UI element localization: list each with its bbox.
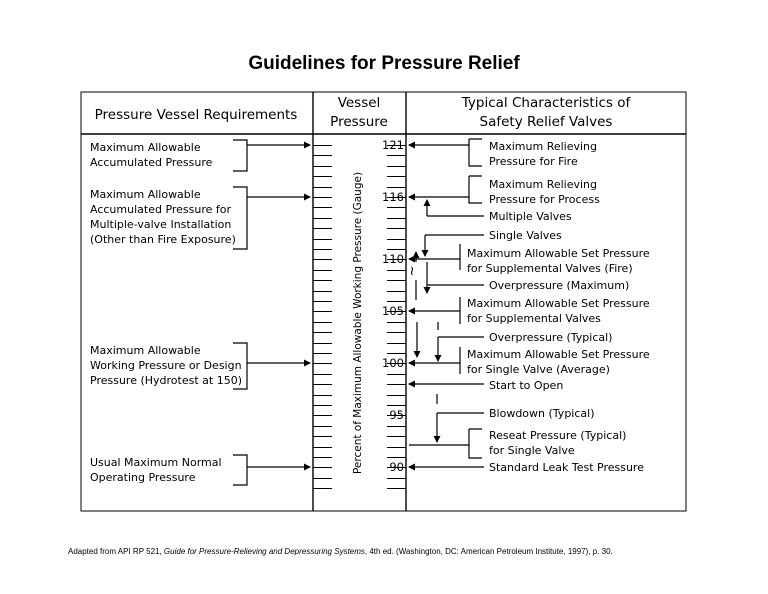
header-middle-line2: Pressure: [330, 114, 388, 130]
scale-label-105: 105: [382, 304, 404, 318]
left-item-3: Maximum Allowable Working Pressure or De…: [90, 344, 245, 387]
right-item-single-valves: Single Valves: [489, 229, 562, 242]
scale-label-121: 121: [382, 138, 404, 152]
scale-label-90: 90: [389, 460, 404, 474]
left-bracket-4: [233, 454, 248, 486]
scale-label-95: 95: [389, 408, 404, 422]
right-item-leak-test: Standard Leak Test Pressure: [489, 461, 644, 474]
header-right-line2: Safety Relief Valves: [480, 114, 613, 130]
right-item-set-supplemental: Maximum Allowable Set Pressure for Suppl…: [467, 297, 653, 325]
scale-label-116: 116: [382, 190, 404, 204]
left-bracket-1: [233, 139, 248, 172]
bracket-reseat: [468, 428, 482, 459]
right-item-blowdown: Blowdown (Typical): [489, 407, 595, 420]
left-bracket-3: [233, 342, 248, 390]
scale-ticks: [313, 145, 406, 489]
axis-label: Percent of Maximum Allowable Working Pre…: [352, 172, 364, 474]
right-item-overpressure-max: Overpressure (Maximum): [489, 279, 629, 292]
diagram-title: Guidelines for Pressure Relief: [248, 53, 520, 74]
source-footnote: Adapted from API RP 521, Guide for Press…: [68, 547, 758, 556]
right-characteristics: Maximum Relieving Pressure for Fire Maxi…: [467, 140, 653, 474]
left-connectors: [233, 139, 311, 486]
footnote-prefix: Adapted from API RP 521,: [68, 547, 164, 556]
right-item-start-to-open: Start to Open: [489, 379, 563, 392]
bracket-process: [468, 175, 482, 204]
footnote-title: Guide for Pressure-Relieving and Depress…: [163, 547, 365, 556]
left-requirements: Maximum Allowable Accumulated Pressure M…: [90, 141, 245, 484]
scale-labels: 121 116 110 105 100 95 90: [382, 138, 404, 474]
diagram-frame: [80, 91, 687, 512]
footnote-suffix: , 4th ed. (Washington, DC: American Petr…: [364, 547, 613, 556]
left-item-4: Usual Maximum Normal Operating Pressure: [90, 456, 225, 484]
header-left: Pressure Vessel Requirements: [95, 107, 298, 123]
right-item-reseat: Reseat Pressure (Typical) for Single Val…: [489, 429, 630, 457]
left-item-2: Maximum Allowable Accumulated Pressure f…: [90, 188, 236, 246]
right-item-set-single-valve: Maximum Allowable Set Pressure for Singl…: [467, 348, 653, 376]
right-item-set-supplemental-fire: Maximum Allowable Set Pressure for Suppl…: [467, 247, 653, 275]
right-item-max-relieving-fire: Maximum Relieving Pressure for Fire: [489, 140, 601, 168]
right-item-multiple-valves: Multiple Valves: [489, 210, 572, 223]
right-item-overpressure-typical: Overpressure (Typical): [489, 331, 612, 344]
left-item-1: Maximum Allowable Accumulated Pressure: [90, 141, 213, 169]
scale-label-100: 100: [382, 356, 404, 370]
right-item-max-relieving-process: Maximum Relieving Pressure for Process: [489, 178, 601, 206]
break-symbol: ~: [404, 266, 419, 277]
scale-label-110: 110: [382, 252, 404, 266]
header-middle-line1: Vessel: [338, 95, 381, 111]
left-bracket-2: [233, 186, 248, 250]
right-connectors: [408, 138, 484, 471]
bracket-fire: [468, 138, 482, 167]
header-right-line1: Typical Characteristics of: [461, 95, 632, 111]
